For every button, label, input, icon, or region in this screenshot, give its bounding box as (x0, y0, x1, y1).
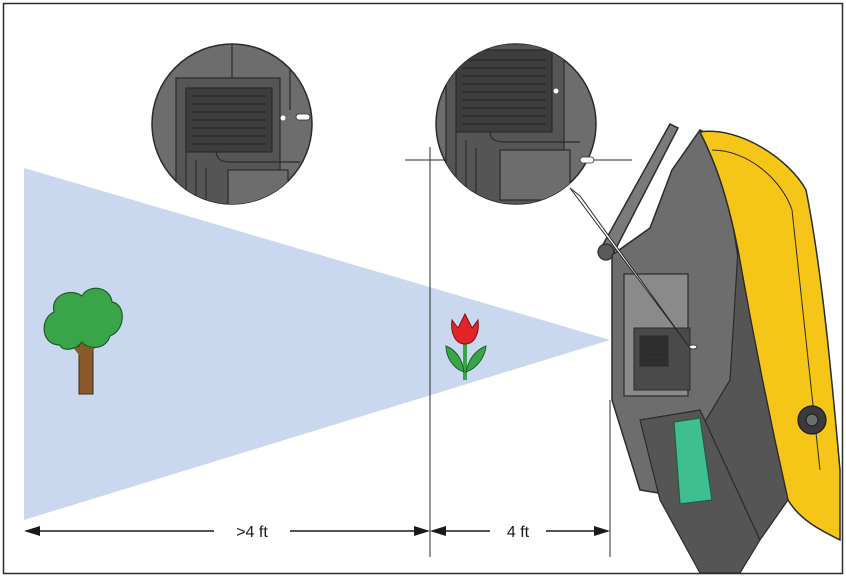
field-of-view-cone (24, 168, 610, 520)
near-distance-label: 4 ft (507, 524, 530, 541)
thermal-camera-icon (597, 123, 841, 574)
lens-cover-detail-icon-zoomed (435, 43, 597, 205)
near-dimension-arrow (430, 526, 610, 536)
tree-icon (43, 287, 123, 395)
detail-pointer (569, 187, 691, 349)
far-distance-label: >4 ft (236, 524, 268, 541)
lens-cover-detail-icon (151, 43, 313, 205)
trigger (673, 417, 713, 505)
far-dimension-arrow (24, 526, 430, 536)
tulip-icon (445, 312, 487, 380)
